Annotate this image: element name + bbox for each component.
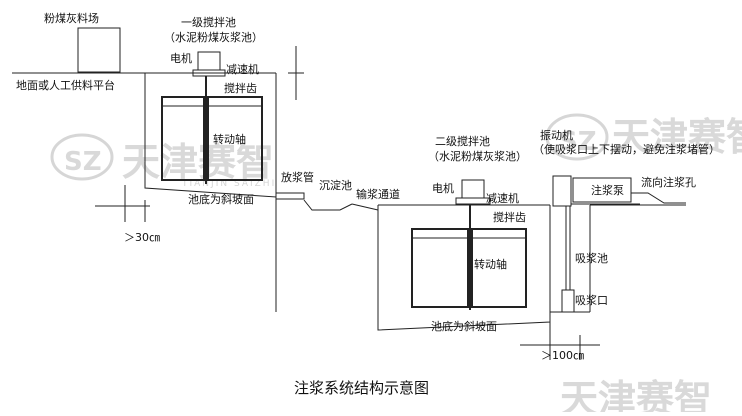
reducer-2-label: 减速机: [486, 191, 519, 205]
watermark-logo-ring: [50, 133, 114, 181]
motor-2-label: 电机: [432, 181, 454, 195]
transport-channel-label: 输浆通道: [356, 187, 400, 201]
grout-pump-label: 注浆泵: [591, 183, 624, 197]
vibrator-subtitle: （使吸浆口上下摆动，避免注浆堵管）: [533, 142, 720, 156]
watermark-logo-ring: [545, 113, 609, 161]
fly-ash-yard-box: [77, 27, 121, 73]
dim-100-label: ＞100㎝: [541, 349, 584, 362]
watermark-left: SZ 天津赛智 TIANJIN SAIZHI: [50, 133, 276, 189]
settling-tank: [303, 199, 353, 211]
discharge-section: 放浆管 沉淀池 输浆通道: [275, 170, 400, 312]
fly-ash-yard: 粉煤灰料场: [44, 11, 121, 73]
secondary-tank-subtitle: （水泥粉煤灰浆池）: [428, 149, 527, 163]
paddle-1-left: [161, 96, 205, 181]
diagram-caption: 注浆系统结构示意图: [294, 379, 429, 397]
shaft-2-label: 转动轴: [474, 257, 507, 271]
settling-tank-label: 沉淀池: [319, 178, 352, 192]
paddle-1-right: [207, 96, 263, 181]
ground-platform-label: 地面或人工供料平台: [16, 78, 115, 92]
fly-ash-yard-label: 粉煤灰料场: [44, 11, 99, 25]
teeth-2-label: 搅拌齿: [493, 210, 526, 224]
grout-outlet-pipe: [631, 192, 686, 204]
discharge-pipe-label: 放浆管: [281, 170, 314, 184]
vibrator: [552, 175, 572, 207]
grout-pump: [572, 177, 632, 203]
grout-hole-label: 流向注浆孔: [641, 175, 696, 189]
motor-1: [197, 51, 221, 71]
discharge-pipe: [275, 192, 305, 200]
shaft-1-label: 转动轴: [213, 132, 246, 146]
watermark-right: SZ 天津赛智: [545, 113, 742, 161]
watermark-pinyin: TIANJIN SAIZHI: [181, 179, 276, 189]
reducer-1: [192, 69, 226, 77]
secondary-tank-title: 二级搅拌池: [435, 134, 490, 148]
dimension-100cm: ＞100㎝: [520, 332, 600, 362]
paddle-2-right: [471, 228, 527, 308]
secondary-mixing-tank: 二级搅拌池 （水泥粉煤灰浆池） 电机 减速机 搅拌齿 转动轴 池底为斜坡面: [377, 134, 551, 333]
transport-channel: [351, 203, 379, 211]
watermark-bottom: 天津赛智: [560, 377, 712, 416]
watermark-text: 天津赛智: [612, 115, 742, 159]
slope-1-label: 池底为斜坡面: [188, 192, 254, 206]
motor-1-label: 电机: [170, 51, 192, 65]
primary-tank-subtitle: （水泥粉煤灰浆池）: [164, 30, 263, 44]
reducer-1-label: 减速机: [226, 62, 259, 76]
suction-port-label: 吸浆口: [575, 293, 608, 307]
teeth-1-label: 搅拌齿: [224, 81, 257, 95]
dim-30-label: ＞30㎝: [124, 231, 160, 244]
watermark-logo: SZ: [64, 147, 102, 177]
watermark-text: 天津赛智: [122, 140, 274, 184]
primary-tank-title: 一级搅拌池: [181, 15, 236, 29]
watermark-logo: SZ: [559, 127, 597, 157]
watermark-text: 天津赛智: [560, 377, 712, 412]
primary-tank-body: [144, 73, 277, 198]
vibrator-title: 振动机: [540, 128, 573, 142]
suction-section: 振动机 （使吸浆口上下摆动，避免注浆堵管） 注浆泵 流向注浆孔 吸浆池 吸浆口: [533, 128, 720, 332]
motor-2: [461, 179, 485, 199]
primary-mixing-tank: 一级搅拌池 （水泥粉煤灰浆池） 电机 减速机 搅拌齿 转动轴 池底为斜坡面: [144, 15, 304, 206]
suction-tank-label: 吸浆池: [575, 251, 608, 265]
dimension-30cm: ＞30㎝: [95, 185, 160, 244]
suction-port: [561, 289, 575, 313]
reducer-2: [455, 197, 491, 205]
paddle-2-left: [411, 228, 469, 308]
slope-2-label: 池底为斜坡面: [431, 319, 497, 333]
